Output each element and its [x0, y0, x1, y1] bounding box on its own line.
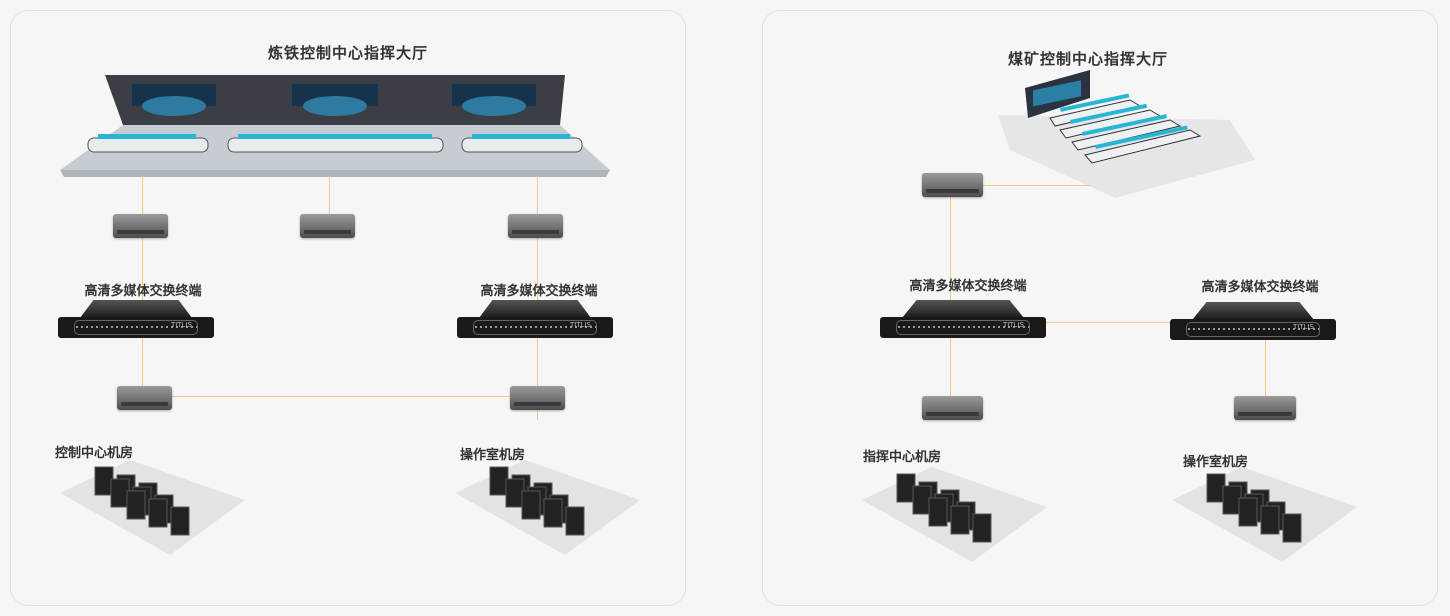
right-panel-title: 煤矿控制中心指挥大厅 — [1007, 50, 1169, 68]
multimedia-switch-rack: TITLIS — [880, 300, 1046, 338]
server-cabinet-icon — [1282, 513, 1302, 543]
server-cabinet-icon — [912, 485, 932, 515]
terminal-box — [117, 386, 172, 410]
connection-line — [950, 197, 951, 397]
server-cabinet-icon — [1206, 473, 1226, 503]
server-cabinet-icon — [928, 497, 948, 527]
connection-line — [329, 176, 330, 214]
room-label: 操作室机房 — [460, 448, 526, 463]
connection-line — [1265, 338, 1266, 420]
server-cabinet-icon — [896, 473, 916, 503]
terminal-box — [508, 214, 563, 238]
server-cabinet-icon — [521, 490, 541, 520]
server-room-illustration — [455, 460, 640, 555]
room-label: 指挥中心机房 — [863, 450, 942, 465]
server-cabinet-icon — [94, 466, 114, 496]
server-cabinet-icon — [505, 478, 525, 508]
left-panel-title: 炼铁控制中心指挥大厅 — [267, 44, 429, 62]
server-cabinet-icon — [110, 478, 130, 508]
server-cabinet-icon — [170, 506, 190, 536]
room-label: 控制中心机房 — [55, 446, 134, 461]
server-cabinet-icon — [543, 498, 563, 528]
server-cabinet-icon — [126, 490, 146, 520]
terminal-box — [300, 214, 355, 238]
terminal-box — [922, 173, 983, 197]
server-cabinet-icon — [489, 466, 509, 496]
terminal-box — [1234, 396, 1296, 420]
terminal-box — [922, 396, 983, 420]
switch-label: 高清多媒体交换终端 — [909, 279, 1027, 294]
connection-line — [142, 176, 143, 386]
server-room-illustration — [1172, 467, 1357, 562]
server-room-illustration — [60, 460, 245, 555]
multimedia-switch-rack: TITLIS — [58, 300, 214, 338]
switch-label: 高清多媒体交换终端 — [84, 284, 202, 299]
room-label: 操作室机房 — [1183, 455, 1249, 470]
server-cabinet-icon — [1238, 497, 1258, 527]
server-cabinet-icon — [148, 498, 168, 528]
control-hall-illustration — [60, 75, 610, 177]
server-room-illustration — [862, 467, 1047, 562]
switch-label: 高清多媒体交换终端 — [1201, 280, 1319, 295]
server-cabinet-icon — [565, 506, 585, 536]
connection-line — [172, 396, 510, 397]
multimedia-switch-rack: TITLIS — [1170, 302, 1336, 340]
multimedia-switch-rack: TITLIS — [457, 300, 613, 338]
server-cabinet-icon — [1222, 485, 1242, 515]
switch-label: 高清多媒体交换终端 — [480, 284, 598, 299]
connection-line — [983, 185, 1090, 186]
server-cabinet-icon — [950, 505, 970, 535]
server-cabinet-icon — [972, 513, 992, 543]
terminal-box — [510, 386, 565, 410]
connection-line — [537, 176, 538, 420]
server-cabinet-icon — [1260, 505, 1280, 535]
terminal-box — [113, 214, 168, 238]
connection-line — [1046, 322, 1170, 323]
control-hall-illustration — [998, 70, 1255, 198]
